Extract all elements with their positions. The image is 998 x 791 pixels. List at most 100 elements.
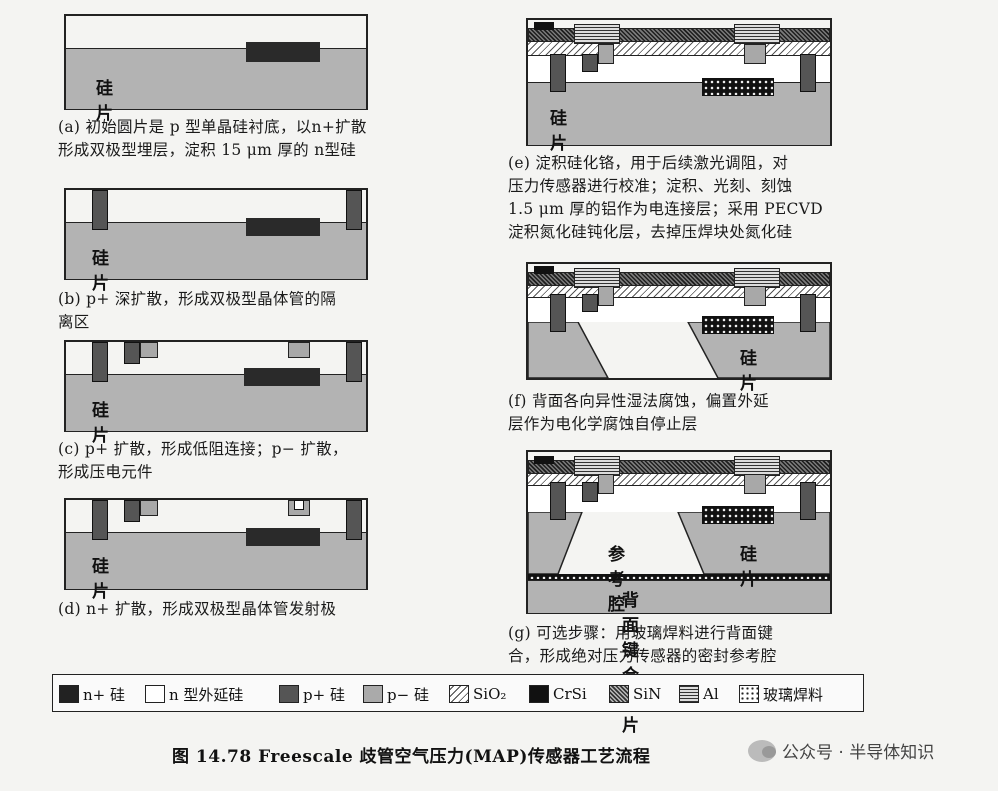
legend-label-sin: SiN xyxy=(633,685,662,703)
panel-e-al-right xyxy=(734,24,780,44)
panel-e-crsi xyxy=(534,22,554,30)
panel-b-isolation-left xyxy=(92,190,108,230)
panel-f-substrate-etched xyxy=(528,322,830,378)
panel-e-pplus-contact xyxy=(582,54,598,72)
caption-c: (c) p+ 扩散，形成低阻连接；p− 扩散， 形成压电元件 xyxy=(58,440,348,481)
legend-item-epi: n 型外延硅 xyxy=(145,683,243,705)
panel-g-substrate-etched xyxy=(528,512,830,574)
panel-g-crsi xyxy=(534,456,554,464)
wechat-logo-icon xyxy=(748,739,776,762)
panel-e-silicon-label: 硅片 xyxy=(550,109,567,154)
legend-swatch-crsi xyxy=(529,685,549,703)
legend-swatch-al xyxy=(679,685,699,703)
panel-f-pminus-left xyxy=(598,286,614,306)
legend-label-crsi: CrSi xyxy=(553,685,587,703)
legend-item-pminus: p− 硅 xyxy=(363,683,429,705)
panel-c-frame xyxy=(64,340,368,432)
panel-c-pplus-contact xyxy=(124,342,140,364)
caption-g: (g) 可选步骤：用玻璃焊料进行背面键 合，形成绝对压力传感器的密封参考腔 xyxy=(508,624,777,665)
legend-swatch-epi xyxy=(145,685,165,703)
legend-item-pplus: p+ 硅 xyxy=(279,683,345,705)
caption-d: (d) n+ 扩散，形成双极型晶体管发射极 xyxy=(58,600,337,618)
panel-e-al-left xyxy=(574,24,620,44)
caption-e: (e) 淀积硅化铬，用于后续激光调阻，对 压力传感器进行校准；淀积、光刻、刻蚀 … xyxy=(508,154,823,241)
legend-label-glass: 玻璃焊料 xyxy=(763,685,824,704)
panel-g-back-wafer xyxy=(528,580,830,613)
legend-swatch-oxide xyxy=(449,685,469,703)
panel-g-pminus-right xyxy=(744,474,766,494)
panel-d-isolation-left xyxy=(92,500,108,540)
panel-b-substrate xyxy=(66,222,366,279)
panel-f-pplus-contact xyxy=(582,294,598,312)
caption-b: (b) p+ 深扩散，形成双极型晶体管的隔 离区 xyxy=(58,290,337,331)
panel-c-buried-layer xyxy=(244,368,320,386)
legend-swatch-pminus xyxy=(363,685,383,703)
watermark: 公众号 · 半导体知识 xyxy=(748,738,934,763)
legend-item-al: Al xyxy=(679,683,719,705)
legend-swatch-nplus xyxy=(59,685,79,703)
panel-g-isolation-left xyxy=(550,482,566,520)
legend-label-pminus: p− 硅 xyxy=(387,685,429,704)
panel-e-frame xyxy=(526,18,832,146)
panel-f-pminus-right xyxy=(744,286,766,306)
legend-swatch-glass xyxy=(739,685,759,703)
panel-e-pminus-left xyxy=(598,44,614,64)
panel-d-silicon-label: 硅片 xyxy=(92,557,109,602)
panel-f-isolation-left xyxy=(550,294,566,332)
legend-item-sin: SiN xyxy=(609,683,661,705)
panel-g-epi xyxy=(528,484,830,512)
panel-f-al-left xyxy=(574,268,620,288)
panel-g-pminus-left xyxy=(598,474,614,494)
panel-e-pminus-right xyxy=(744,44,766,64)
panel-g-buried-layer xyxy=(702,506,774,524)
panel-g-cavity-label: 参考腔 xyxy=(608,545,625,615)
panel-d-buried-layer xyxy=(246,528,320,546)
panel-e-isolation-left xyxy=(550,54,566,92)
panel-c-silicon-label: 硅片 xyxy=(92,401,109,446)
panel-g-frame xyxy=(526,450,832,614)
panel-d-pplus-contact xyxy=(124,500,140,522)
panel-c-substrate xyxy=(66,374,366,431)
caption-a: (a) 初始圆片是 p 型单晶硅衬底，以n+扩散 形成双极型埋层，淀积 15 μ… xyxy=(58,118,367,159)
legend-label-epi: n 型外延硅 xyxy=(169,685,244,704)
caption-f: (f) 背面各向异性湿法腐蚀，偏置外延 层作为电化学腐蚀自停止层 xyxy=(508,392,769,433)
panel-c-pminus-right xyxy=(288,342,310,358)
panel-g-al-left xyxy=(574,456,620,476)
panel-d-pminus-left xyxy=(140,500,158,516)
panel-c-isolation-left xyxy=(92,342,108,382)
panel-f-epi xyxy=(528,296,830,322)
panel-g-isolation-right xyxy=(800,482,816,520)
panel-f-frame xyxy=(526,262,832,380)
panel-d-substrate xyxy=(66,532,366,589)
legend-swatch-sin xyxy=(609,685,629,703)
legend-swatch-pplus xyxy=(279,685,299,703)
panel-f-buried-layer xyxy=(702,316,774,334)
figure-title: 图 14.78 Freescale 歧管空气压力(MAP)传感器工艺流程 xyxy=(172,747,651,767)
panel-a-silicon-label: 硅片 xyxy=(96,79,113,124)
panel-b-isolation-right xyxy=(346,190,362,230)
legend-item-oxide: SiO₂ xyxy=(449,683,506,705)
panel-e-substrate xyxy=(528,82,830,145)
panel-g-glass-frit xyxy=(528,574,830,580)
panel-c-isolation-right xyxy=(346,342,362,382)
panel-f-al-right xyxy=(734,268,780,288)
panel-f-crsi xyxy=(534,266,554,274)
panel-b-silicon-label: 硅片 xyxy=(92,249,109,294)
panel-a-frame xyxy=(64,14,368,110)
legend-item-glass: 玻璃焊料 xyxy=(739,683,823,705)
legend-item-crsi: CrSi xyxy=(529,683,587,705)
panel-g-silicon-label: 硅片 xyxy=(740,545,757,590)
legend-label-pplus: p+ 硅 xyxy=(303,685,345,704)
panel-e-buried-layer xyxy=(702,78,774,96)
panel-e-epi xyxy=(528,56,830,82)
panel-e-isolation-right xyxy=(800,54,816,92)
panel-b-frame xyxy=(64,188,368,280)
legend-label-oxide: SiO₂ xyxy=(473,685,507,703)
panel-d-emitter xyxy=(294,500,304,510)
panel-f-isolation-right xyxy=(800,294,816,332)
legend-item-nplus: n+ 硅 xyxy=(59,683,125,705)
panel-g-al-right xyxy=(734,456,780,476)
legend-label-nplus: n+ 硅 xyxy=(83,685,125,704)
panel-f-silicon-label: 硅片 xyxy=(740,349,757,394)
panel-b-buried-layer xyxy=(246,218,320,236)
